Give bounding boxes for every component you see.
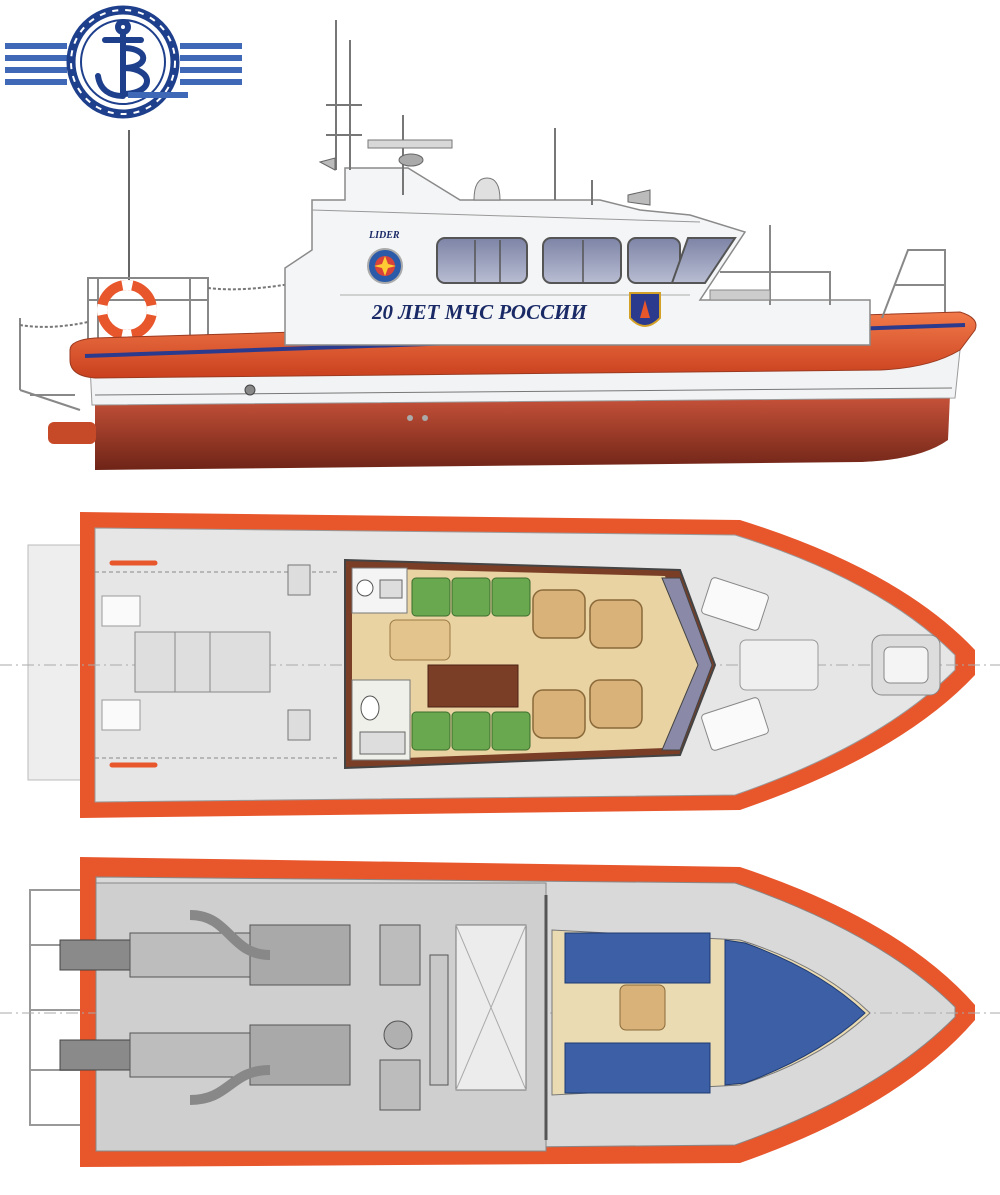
anchor-emblem-icon [5, 5, 242, 119]
logo-stripes [5, 43, 242, 85]
engine-hatch [134, 631, 271, 693]
side-view: LIDER 20 ЛЕТ МЧС РОССИИ [0, 0, 1000, 480]
engine-room [59, 882, 547, 1152]
windshield [670, 237, 737, 284]
cabin-window-2 [542, 237, 622, 284]
foredeck-hatch [739, 639, 819, 691]
saloon-table [427, 664, 519, 708]
bench-seat-bottom [411, 711, 531, 751]
mchs-shield-emblem-icon [629, 292, 661, 327]
logo-area [0, 0, 250, 125]
deck-plan-drawing [0, 512, 1000, 818]
life-ring-icon [97, 280, 157, 340]
stern-rails [19, 277, 209, 411]
mchs-round-emblem-icon [367, 248, 403, 284]
cabin-window-1 [436, 237, 528, 284]
radar-antenna [367, 139, 453, 149]
cabin-window-3 [627, 237, 681, 284]
helm-chairs [532, 589, 643, 739]
boat-name: LIDER [368, 230, 400, 241]
lower-deck-drawing [0, 857, 1000, 1167]
hull-bottom [95, 395, 950, 470]
lower-deck-view [0, 845, 1000, 1185]
berth-top [564, 932, 711, 984]
stern-bumper [48, 422, 96, 444]
v-berth [724, 939, 866, 1086]
horn-icon [318, 157, 336, 171]
chain [19, 321, 89, 328]
horn-icon [627, 189, 651, 206]
cabin-stool [619, 984, 666, 1031]
berth-bottom [564, 1042, 711, 1094]
satellite-dome [473, 177, 501, 201]
deck-plan-view [0, 500, 1000, 830]
boat-side-profile: LIDER 20 ЛЕТ МЧС РОССИИ [19, 20, 977, 470]
hull-slogan: 20 ЛЕТ МЧС РОССИИ [371, 300, 587, 324]
bench-seat-top [411, 577, 531, 617]
